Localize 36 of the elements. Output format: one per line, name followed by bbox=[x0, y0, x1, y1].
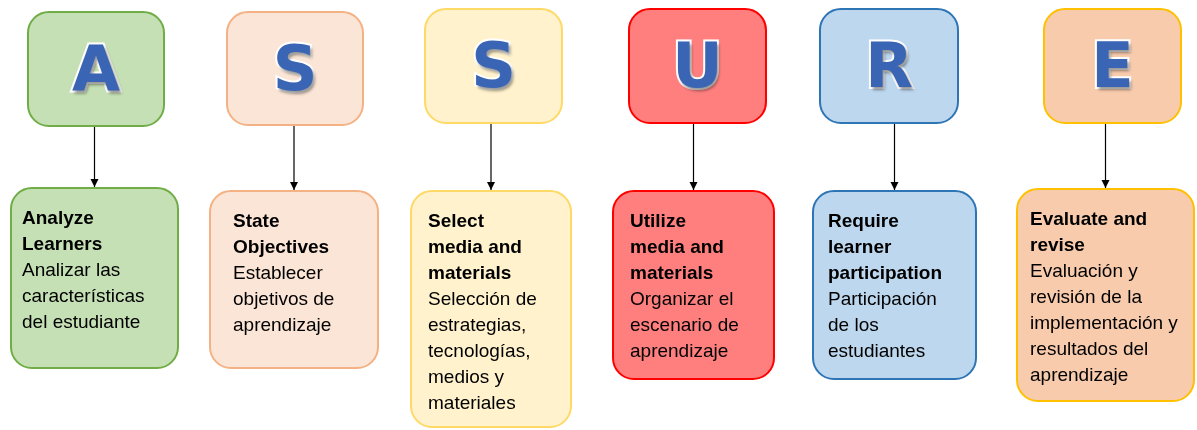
arrow bbox=[486, 123, 496, 191]
letter: S bbox=[272, 37, 318, 100]
step-box bbox=[10, 187, 179, 369]
step-title: Require learner participation bbox=[828, 209, 943, 285]
step-title: Select media and materials bbox=[428, 209, 523, 285]
letter-box bbox=[819, 8, 959, 124]
letter: S bbox=[471, 35, 516, 97]
step-description: Evaluación y revisión de la implementación y resultados del aprendizaje bbox=[1030, 259, 1179, 387]
arrow bbox=[689, 123, 698, 191]
letter-box bbox=[27, 11, 165, 127]
letter: U bbox=[672, 35, 723, 97]
step-description: Organizar el escenario de aprendizaje bbox=[630, 287, 740, 363]
step-box bbox=[812, 190, 977, 380]
step-description: Analizar las características del estudiante bbox=[22, 258, 146, 334]
step-description: Establecer objetivos de aprendizaje bbox=[233, 261, 336, 337]
step-box bbox=[612, 190, 775, 380]
letter-box bbox=[424, 8, 563, 124]
letter-box bbox=[1043, 8, 1182, 124]
arrow bbox=[1101, 123, 1110, 189]
letter: R bbox=[865, 35, 913, 97]
step-title: Analyze Learners bbox=[22, 206, 104, 256]
step-box bbox=[410, 190, 572, 428]
step-title: State Objectives bbox=[233, 209, 331, 259]
step-description: Selección de estrategias, tecnologías, medios y materiales bbox=[428, 287, 538, 415]
step-box bbox=[1016, 188, 1195, 402]
arrow bbox=[890, 123, 899, 191]
arrow bbox=[289, 125, 299, 191]
letter-box bbox=[628, 8, 767, 124]
step-title: Utilize media and materials bbox=[630, 209, 725, 285]
letter: A bbox=[72, 38, 120, 100]
letter-box bbox=[226, 11, 364, 126]
step-box bbox=[209, 190, 379, 369]
letter: E bbox=[1091, 35, 1134, 97]
step-title: Evaluate and revise bbox=[1030, 207, 1149, 257]
step-description: Participación de los estudiantes bbox=[828, 287, 938, 363]
arrow bbox=[90, 126, 99, 188]
